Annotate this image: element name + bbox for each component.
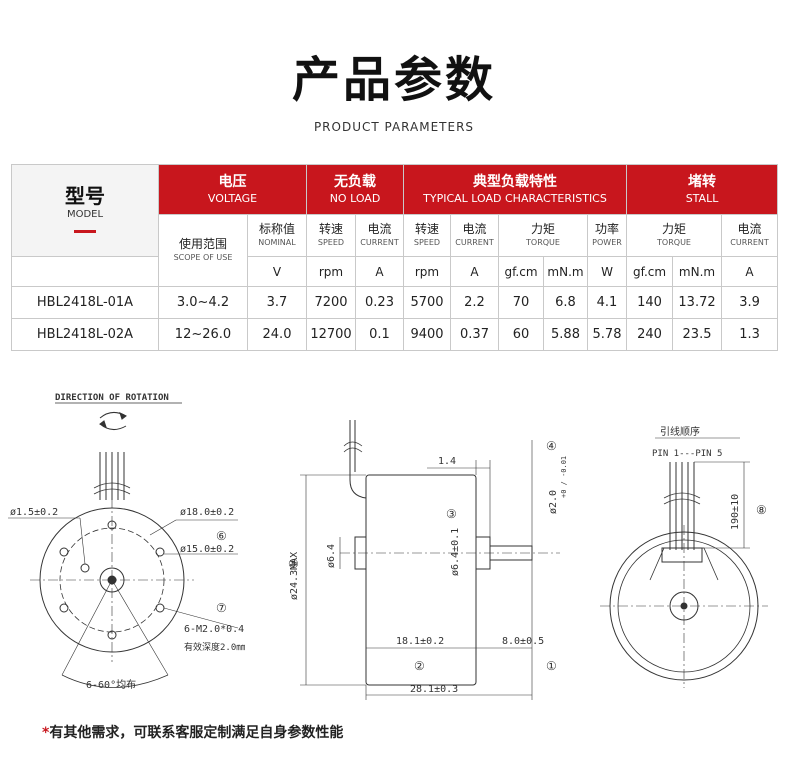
noload-header: 无负载 NO LOAD [306, 164, 404, 215]
unit-cell: gf.cm [498, 256, 544, 287]
mark-6: ⑥ [216, 529, 227, 543]
value-cell: 5700 [403, 286, 451, 319]
depth-label: 有效深度2.0㎜ [184, 641, 245, 653]
motor-body [365, 474, 477, 686]
model-cell: HBL2418L-01A [11, 286, 159, 319]
model-header: 型号 MODEL [11, 164, 159, 257]
unit-cell: rpm [306, 256, 356, 287]
lead-order-label: 引线顺序 [660, 425, 700, 438]
unit-cell: A [355, 256, 404, 287]
value-cell: 60 [498, 318, 544, 351]
page-subtitle: PRODUCT PARAMETERS [313, 120, 475, 134]
body-dia-label: ø24.3MAX [289, 552, 300, 600]
unit-cell: W [586, 256, 628, 287]
angle-label: 6-60°均布 [86, 679, 136, 691]
value-cell: 140 [626, 286, 674, 319]
unit-cell: rpm [403, 256, 451, 287]
range-cell: 3.0~4.2 [158, 286, 248, 319]
unit-cell: mN.m [543, 256, 588, 287]
mark-4: ④ [546, 439, 557, 453]
footnote-text: 有其他需求，可联系客服定制满足自身参数性能 [49, 725, 344, 741]
value-cell: 1.3 [721, 318, 779, 351]
value-cell: 12700 [306, 318, 356, 351]
value-cell: 2.2 [450, 286, 499, 319]
mark-1: ① [546, 659, 557, 673]
unit-cell: gf.cm [626, 256, 674, 287]
mark-5: ⑤ [288, 557, 299, 571]
value-cell: 4.1 [586, 286, 628, 319]
rear-view [600, 437, 768, 688]
unit-cell: V [247, 256, 307, 287]
footnote: *有其他需求，可联系客服定制满足自身参数性能 [42, 722, 343, 742]
unit-cell: mN.m [672, 256, 723, 287]
boss-tol-label: ø6.4±0.1 [450, 528, 461, 576]
footnote-star: * [42, 725, 50, 741]
value-cell: 240 [626, 318, 674, 351]
value-cell: 3.7 [247, 286, 307, 319]
value-cell: 70 [498, 286, 544, 319]
mark-3: ③ [446, 507, 457, 521]
value-cell: 6.8 [543, 286, 588, 319]
shaft-len-label: 8.0±0.5 [502, 636, 544, 647]
value-cell: 5.88 [543, 318, 588, 351]
dim-1-4: 1.4 [438, 456, 456, 467]
shaft-dia-label: ø2.0 [548, 490, 559, 514]
screw-label: 6-M2.0*0.4 [184, 624, 244, 635]
value-cell: 24.0 [247, 318, 307, 351]
accent-bar [74, 230, 96, 233]
unit-cell: A [721, 256, 779, 287]
table-row: HBL2418L-01A 3.0~4.2 3.7 7200 0.23 5700 … [11, 286, 779, 319]
value-cell: 9400 [403, 318, 451, 351]
value-cell: 0.1 [355, 318, 404, 351]
value-cell: 7200 [306, 286, 356, 319]
outer-dia-label: ø18.0±0.2 [180, 507, 234, 518]
side-view [300, 420, 560, 700]
value-cell: 13.72 [672, 286, 723, 319]
front-view: DIRECTION OF ROTATION [8, 393, 239, 688]
range-cell: 12~26.0 [158, 318, 248, 351]
pins-label: PIN 1---PIN 5 [652, 449, 722, 459]
body-len-label: 18.1±0.2 [396, 636, 444, 647]
parameters-table: 型号 MODEL 电压 VOLTAGE 无负载 NO LOAD 典型负载特性 T… [11, 164, 779, 351]
total-len-label: 28.1±0.3 [410, 684, 458, 695]
group-header-row: 型号 MODEL 电压 VOLTAGE 无负载 NO LOAD 典型负载特性 T… [11, 164, 779, 257]
mark-7: ⑦ [216, 601, 227, 615]
unit-row: V rpm A rpm A gf.cm mN.m W gf.cm mN.m A [11, 256, 779, 287]
load-header: 典型负载特性 TYPICAL LOAD CHARACTERISTICS [402, 164, 628, 215]
model-unit-cell [11, 256, 159, 287]
value-cell: 23.5 [672, 318, 723, 351]
shaft-tol-label: +0 / -0.01 [560, 456, 568, 498]
hole-dia-label: ø1.5±0.2 [10, 507, 58, 518]
voltage-header: 电压 VOLTAGE [158, 164, 307, 215]
technical-drawing: DIRECTION OF ROTATION ø1. [8, 393, 768, 700]
table-row: HBL2418L-02A 12~26.0 24.0 12700 0.1 9400… [11, 318, 779, 351]
mark-2: ② [414, 659, 425, 673]
page-title: 产品参数 [291, 52, 496, 108]
mark-8: ⑧ [756, 503, 767, 517]
value-cell: 3.9 [721, 286, 779, 319]
lead-len-label: 190±10 [730, 494, 741, 530]
direction-label: DIRECTION OF ROTATION [55, 393, 169, 403]
value-cell: 0.23 [355, 286, 404, 319]
pcd-dia-label: ø15.0±0.2 [180, 544, 234, 555]
value-cell: 5.78 [586, 318, 628, 351]
model-cell: HBL2418L-02A [11, 318, 159, 351]
value-cell: 0.37 [450, 318, 499, 351]
unit-cell: A [450, 256, 499, 287]
boss-dia-label: ø6.4 [326, 544, 337, 568]
stall-header: 堵转 STALL [626, 164, 779, 215]
